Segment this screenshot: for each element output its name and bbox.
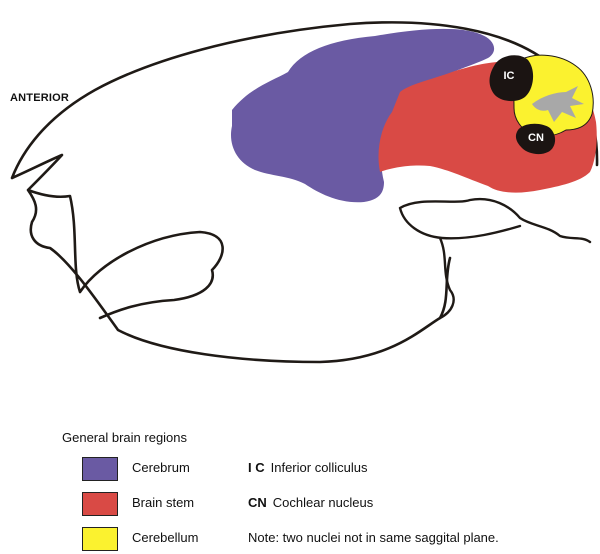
cerebrum-label: Cerebrum	[132, 460, 190, 475]
cn-label: CN	[528, 132, 544, 144]
cerebellum-swatch	[82, 527, 118, 551]
note-text: Note: two nuclei not in same saggital pl…	[248, 530, 499, 545]
ic-label: IC	[504, 70, 515, 82]
cerebrum-swatch	[82, 457, 118, 481]
brain-stem-label: Brain stem	[132, 495, 194, 510]
cn-name: Cochlear nucleus	[273, 495, 373, 510]
ic-legend-entry: I C Inferior colliculus	[248, 460, 367, 475]
cn-abbr: CN	[248, 495, 267, 510]
cerebellum-label: Cerebellum	[132, 530, 198, 545]
legend-title: General brain regions	[62, 430, 187, 445]
ic-abbr: I C	[248, 460, 265, 475]
cn-legend-entry: CN Cochlear nucleus	[248, 495, 373, 510]
ic-name: Inferior colliculus	[271, 460, 368, 475]
brain-stem-swatch	[82, 492, 118, 516]
jaw-outline	[400, 199, 590, 318]
anterior-label: ANTERIOR	[10, 92, 69, 104]
